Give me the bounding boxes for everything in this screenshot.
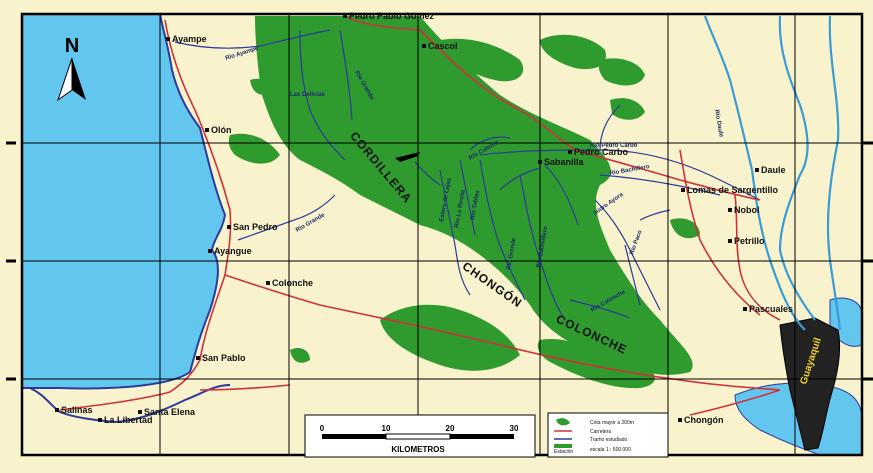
town-label: Ayangue xyxy=(214,246,252,256)
town-label: Cascol xyxy=(428,41,458,51)
scale-tick-10: 10 xyxy=(382,424,391,433)
scale-tick-0: 0 xyxy=(320,424,325,433)
town-label: Sabanilla xyxy=(544,157,585,167)
town-marker: Chongón xyxy=(678,415,724,425)
river-label: Río Daule xyxy=(713,109,724,138)
river-label: Las Delicias xyxy=(290,92,325,98)
town-dot xyxy=(743,307,747,311)
road-network xyxy=(59,15,781,416)
town-label: San Pedro xyxy=(233,222,278,232)
town-dot xyxy=(166,37,170,41)
town-marker: Pedro Pablo Gómez xyxy=(343,11,435,21)
town-label: Olón xyxy=(211,125,232,135)
town-label: Lomas de Sargentillo xyxy=(687,185,779,195)
legend-station-swatch xyxy=(554,444,572,448)
legend-scale: escala 1 : 500 000 xyxy=(590,447,631,453)
grid-ticks xyxy=(6,141,873,381)
town-label: San Pablo xyxy=(202,353,246,363)
town-dot xyxy=(138,410,142,414)
legend-item-river: Tramo estudiado xyxy=(590,437,628,443)
town-label: Colonche xyxy=(272,278,313,288)
town-label: La Libertad xyxy=(104,415,153,425)
legend-item-road: Carretera xyxy=(590,429,611,435)
river-label: Río Grande xyxy=(506,237,518,271)
town-dot xyxy=(681,188,685,192)
town-marker: Colonche xyxy=(266,278,313,288)
town-dot xyxy=(422,44,426,48)
town-label: Pascuales xyxy=(749,304,793,314)
legend-station-text: Estación xyxy=(554,449,573,455)
scale-tick-20: 20 xyxy=(446,424,455,433)
pacific-ocean xyxy=(21,13,227,390)
town-marker: Ayangue xyxy=(208,246,252,256)
town-marker: San Pedro xyxy=(227,222,278,232)
town-marker: Petrillo xyxy=(728,236,765,246)
town-dot xyxy=(538,160,542,164)
scale-unit: KILOMETROS xyxy=(391,445,445,454)
peninsula-coast xyxy=(29,384,231,424)
river-network xyxy=(174,29,761,321)
town-label: Petrillo xyxy=(734,236,765,246)
town-dot xyxy=(208,249,212,253)
legend-mountain-swatch xyxy=(556,418,570,426)
town-dot xyxy=(678,418,682,422)
north-arrow: N xyxy=(57,35,86,102)
town-marker: Cascol xyxy=(422,41,458,51)
town-dot xyxy=(196,356,200,360)
town-dot xyxy=(755,168,759,172)
town-marker: Santa Elena xyxy=(138,407,196,417)
legend-frame xyxy=(547,412,669,458)
town-dot xyxy=(728,208,732,212)
town-label: Pedro Pablo Gómez xyxy=(349,11,435,21)
north-label: N xyxy=(65,35,79,57)
town-marker: Pedro Carbo xyxy=(568,147,629,157)
town-dot xyxy=(98,418,102,422)
town-label: Pedro Carbo xyxy=(574,147,629,157)
legend-item-mountain: Cota mayor a 200m xyxy=(590,420,634,426)
town-dot xyxy=(728,239,732,243)
town-marker: Sabanilla xyxy=(538,157,585,167)
airport-icon xyxy=(395,152,420,162)
town-marker: La Libertad xyxy=(98,415,153,425)
town-dot xyxy=(343,14,347,18)
town-dot xyxy=(227,225,231,229)
mountain-areas xyxy=(228,16,700,389)
town-marker: Lomas de Sargentillo xyxy=(681,185,779,195)
towns-layer: Ayampe Pedro Pablo GómezCascolOlónSabanil… xyxy=(55,11,793,425)
town-marker: Ayampe xyxy=(166,34,207,44)
river-label: Río Pedro Carbo xyxy=(590,143,638,149)
town-dot xyxy=(568,150,572,154)
town-label: Ayampe xyxy=(172,34,207,44)
town-dot xyxy=(55,408,59,412)
town-marker: Daule xyxy=(755,165,786,175)
town-label: Santa Elena xyxy=(144,407,196,417)
town-marker: San Pablo xyxy=(196,353,246,363)
town-marker: Pascuales xyxy=(743,304,793,314)
town-label: Chongón xyxy=(684,415,724,425)
town-label: Salinas xyxy=(61,405,93,415)
legend: Cota mayor a 200m Carretera Tramo estudi… xyxy=(547,412,669,458)
rio-daule xyxy=(703,15,842,331)
town-label: Nobol xyxy=(734,205,760,215)
river-label: Río Tablas xyxy=(470,189,481,220)
town-dot xyxy=(266,281,270,285)
town-marker: Nobol xyxy=(728,205,760,215)
town-dot xyxy=(205,128,209,132)
town-marker: Salinas xyxy=(55,405,93,415)
scale-tick-30: 30 xyxy=(510,424,519,433)
town-label: Daule xyxy=(761,165,786,175)
town-marker: Olón xyxy=(205,125,232,135)
scale-bar: 0 10 20 30 KILOMETROS xyxy=(304,414,536,458)
